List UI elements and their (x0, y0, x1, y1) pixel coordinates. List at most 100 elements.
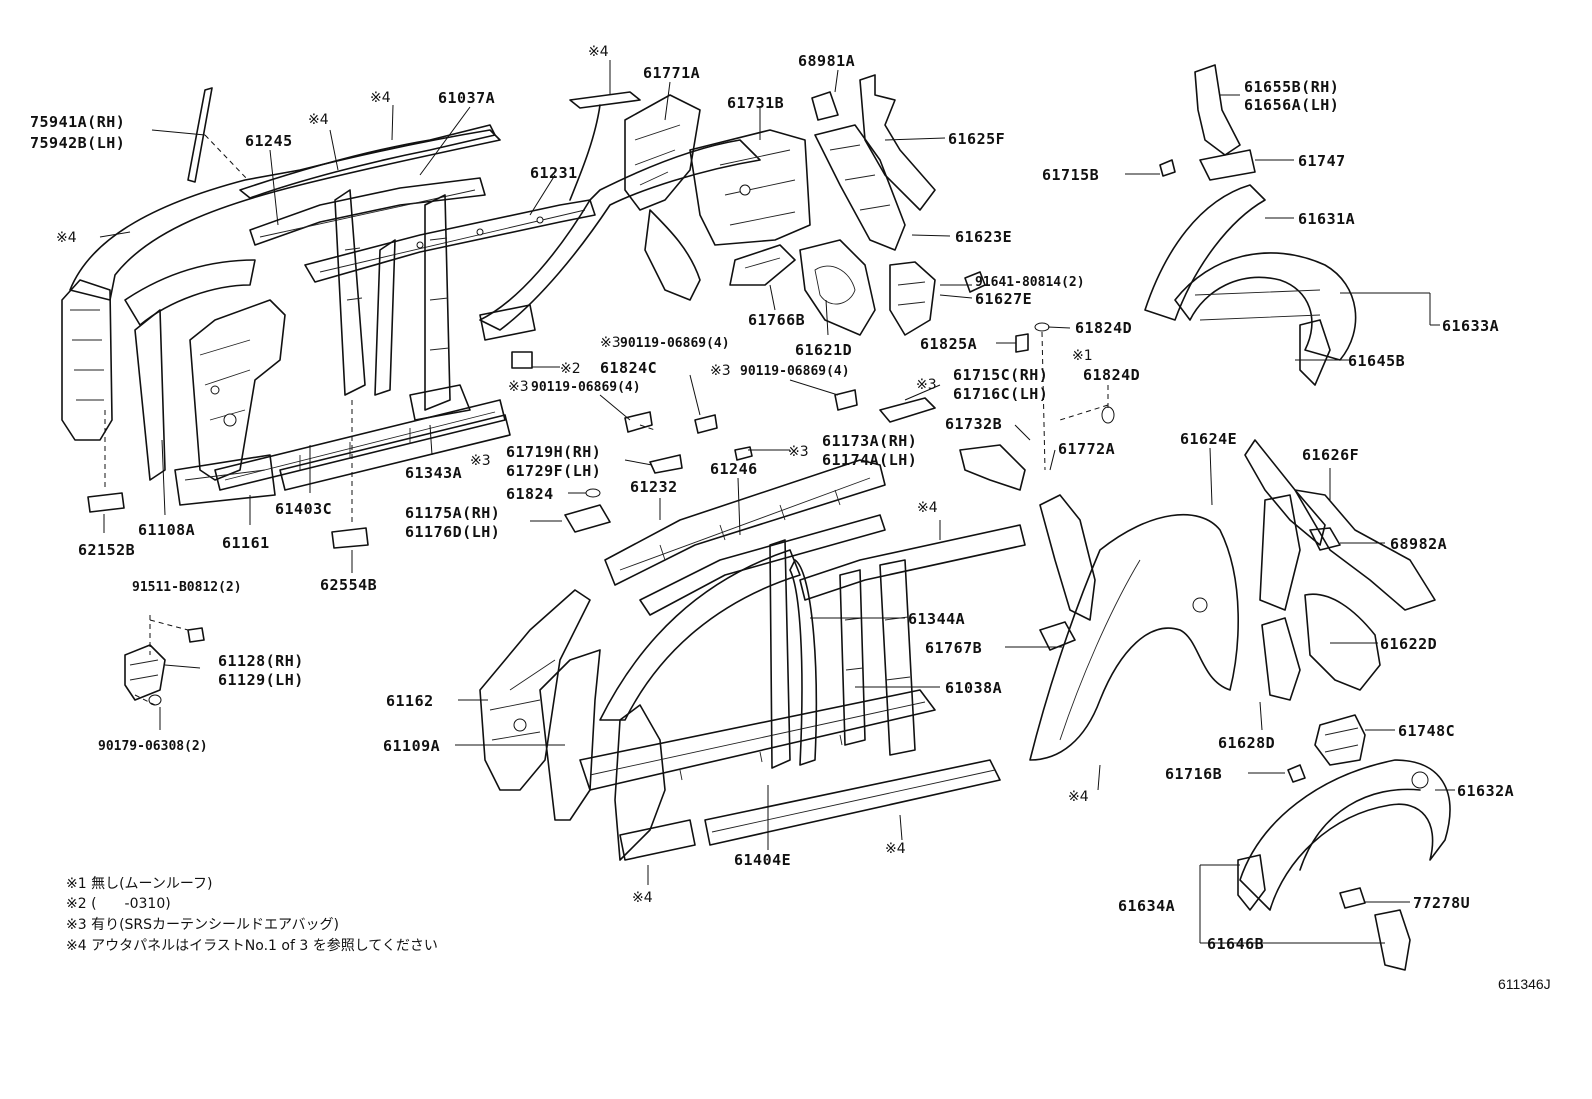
leader-lines (99, 60, 1455, 944)
label-61628D: 61628D (1218, 734, 1275, 752)
mark-3-d: ※3 (916, 377, 937, 393)
label-90119-06869-b: 90119-06869(4) (531, 380, 641, 395)
label-90119-06869-a: 90119-06869(4) (620, 336, 730, 351)
label-61161: 61161 (222, 534, 270, 552)
label-61174A: 61174A(LH) (822, 451, 917, 469)
label-61716B: 61716B (1165, 765, 1222, 783)
small-parts-upper-left (87, 87, 641, 549)
label-77278U: 77278U (1413, 894, 1470, 912)
label-61716C: 61716C(LH) (953, 385, 1048, 403)
mark-4-roof-left: ※4 (370, 90, 391, 106)
label-61626F: 61626F (1302, 446, 1359, 464)
label-68981A: 68981A (798, 52, 855, 70)
reference-marks: ※4 ※4 ※4 ※4 ※3 ※2 ※3 ※3 ※3 ※1 ※3 ※3 ※4 ※… (56, 44, 1093, 906)
label-61715B: 61715B (1042, 166, 1099, 184)
rear-pillar-reinforcements (799, 74, 986, 336)
label-61129: 61129(LH) (218, 671, 304, 689)
lower-body-side-assembly (479, 444, 1239, 861)
bolts-and-clips-center (564, 322, 1115, 533)
label-61175A: 61175A(RH) (405, 504, 500, 522)
label-61621D: 61621D (795, 341, 852, 359)
label-61344A: 61344A (908, 610, 965, 628)
label-61772A: 61772A (1058, 440, 1115, 458)
label-61246: 61246 (710, 460, 758, 478)
label-61403C: 61403C (275, 500, 332, 518)
label-61747: 61747 (1298, 152, 1346, 170)
mark-3-f: ※3 (788, 444, 809, 460)
label-61824: 61824 (506, 485, 554, 503)
label-61128: 61128(RH) (218, 652, 304, 670)
label-61824C: 61824C (600, 359, 657, 377)
label-90179-06308: 90179-06308(2) (98, 739, 208, 754)
label-61766B: 61766B (748, 311, 805, 329)
label-90119-06869-c: 90119-06869(4) (740, 364, 850, 379)
label-68982A: 68982A (1390, 535, 1447, 553)
label-61625F: 61625F (948, 130, 1005, 148)
label-61633A: 61633A (1442, 317, 1499, 335)
label-61343A: 61343A (405, 464, 462, 482)
label-61162: 61162 (386, 692, 434, 710)
mark-3-e: ※3 (470, 453, 491, 469)
mark-3-a: ※3 (600, 335, 621, 351)
label-61715C: 61715C(RH) (953, 366, 1048, 384)
rear-wheelhouse-upper-right (1144, 64, 1436, 701)
rear-wheelhouse-lower-right (1237, 714, 1451, 971)
footnotes: ※1 無し(ムーンルーフ) ※2 ( -0310) ※3 有り(SRSカーテンシ… (66, 876, 438, 954)
mark-4-roof-right: ※4 (917, 500, 938, 516)
label-61825A: 61825A (920, 335, 977, 353)
label-61732B: 61732B (945, 415, 1002, 433)
label-61037A: 61037A (438, 89, 495, 107)
footnote-4: ※4 アウタパネルはイラストNo.1 of 3 を参照してください (66, 937, 438, 954)
label-61655B: 61655B(RH) (1244, 78, 1339, 96)
mark-4-quarter-right: ※4 (1068, 789, 1089, 805)
label-61108A: 61108A (138, 521, 195, 539)
part-labels: 75941A(RH) 75942B(LH) 61245 61037A 61231… (30, 52, 1514, 953)
label-61731B: 61731B (727, 94, 784, 112)
label-61767B: 61767B (925, 639, 982, 657)
label-61824D-lower: 61824D (1083, 366, 1140, 384)
label-61173A: 61173A(RH) (822, 432, 917, 450)
label-61646B: 61646B (1207, 935, 1264, 953)
label-61624E: 61624E (1180, 430, 1237, 448)
footnote-3: ※3 有り(SRSカーテンシールドエアバッグ) (66, 917, 339, 933)
label-62554B: 62554B (320, 576, 377, 594)
label-61627E: 61627E (975, 290, 1032, 308)
mark-3-c: ※3 (710, 363, 731, 379)
mark-3-b: ※3 (508, 379, 529, 395)
front-hinge-with-bolts (124, 627, 205, 706)
label-61748C: 61748C (1398, 722, 1455, 740)
label-61623E: 61623E (955, 228, 1012, 246)
label-91511-B0812: 91511-B0812(2) (132, 580, 242, 595)
label-61622D: 61622D (1380, 635, 1437, 653)
mark-4-roof-inner: ※4 (308, 112, 329, 128)
mark-4-front-bottom: ※4 (632, 890, 653, 906)
label-61729F: 61729F(LH) (506, 462, 601, 480)
label-61632A: 61632A (1457, 782, 1514, 800)
label-61038A: 61038A (945, 679, 1002, 697)
label-75942B: 75942B(LH) (30, 134, 125, 152)
label-61109A: 61109A (383, 737, 440, 755)
label-61656A: 61656A(LH) (1244, 96, 1339, 114)
label-61404E: 61404E (734, 851, 791, 869)
mark-2: ※2 (560, 361, 581, 377)
mark-1: ※1 (1072, 348, 1093, 364)
label-61719H: 61719H(RH) (506, 443, 601, 461)
label-75941A: 75941A(RH) (30, 113, 125, 131)
label-61771A: 61771A (643, 64, 700, 82)
label-61176D: 61176D(LH) (405, 523, 500, 541)
label-61631A: 61631A (1298, 210, 1355, 228)
part-drawings (61, 64, 1451, 971)
label-62152B: 62152B (78, 541, 135, 559)
label-61645B: 61645B (1348, 352, 1405, 370)
mark-4-rocker: ※4 (885, 841, 906, 857)
label-61824D-upper: 61824D (1075, 319, 1132, 337)
mark-4-top-center: ※4 (588, 44, 609, 60)
footnote-1: ※1 無し(ムーンルーフ) (66, 876, 212, 892)
illustration-code: 611346J (1498, 976, 1551, 992)
label-91641-80814: 91641-80814(2) (975, 275, 1085, 290)
label-61634A: 61634A (1118, 897, 1175, 915)
upper-left-inner-body-side (61, 124, 761, 506)
mark-4-far-left: ※4 (56, 230, 77, 246)
rear-quarter-inner-upper (624, 94, 811, 301)
